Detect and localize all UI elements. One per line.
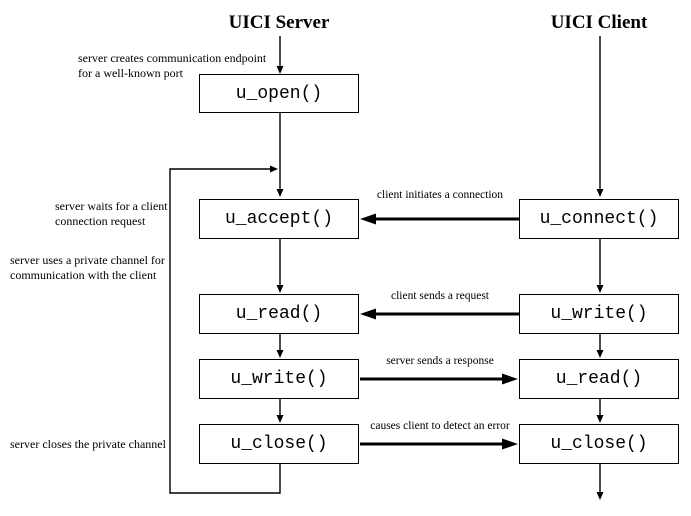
annotation-private-channel: server uses a private channel for commun…: [10, 253, 165, 283]
annotation-wait-for-client: server waits for a client connection req…: [55, 199, 168, 229]
annotation-line: server closes the private channel: [10, 437, 166, 451]
server-box-u-close: u_close(): [199, 424, 359, 464]
client-flow-arrows: [596, 36, 604, 500]
annotation-line: server waits for a client: [55, 199, 168, 213]
server-box-u-read: u_read(): [199, 294, 359, 334]
server-flow-arrows: [276, 36, 284, 423]
annotation-create-endpoint: server creates communication endpoint fo…: [78, 51, 266, 81]
server-box-u-open: u_open(): [199, 74, 359, 113]
annotation-line: communication with the client: [10, 268, 157, 282]
client-box-u-close: u_close(): [519, 424, 679, 464]
interaction-label-sends-request: client sends a request: [390, 290, 490, 302]
interaction-label-sends-response: server sends a response: [386, 355, 494, 367]
annotation-line: connection request: [55, 214, 146, 228]
annotation-line: for a well-known port: [78, 66, 183, 80]
annotation-close-channel: server closes the private channel: [10, 437, 166, 452]
annotation-line: server creates communication endpoint: [78, 51, 267, 65]
server-column-title: UICI Server: [228, 12, 330, 33]
interaction-label-detect-error: causes client to detect an error: [370, 420, 510, 432]
server-box-u-accept: u_accept(): [199, 199, 359, 239]
interaction-arrows: [360, 213, 519, 450]
interaction-label-initiates-connection: client initiates a connection: [376, 189, 504, 201]
server-box-u-write: u_write(): [199, 359, 359, 399]
client-box-u-write: u_write(): [519, 294, 679, 334]
client-box-u-read: u_read(): [519, 359, 679, 399]
client-box-u-connect: u_connect(): [519, 199, 679, 239]
client-column-title: UICI Client: [550, 12, 648, 33]
loop-back-arrow: [169, 165, 281, 494]
annotation-line: server uses a private channel for: [10, 253, 165, 267]
